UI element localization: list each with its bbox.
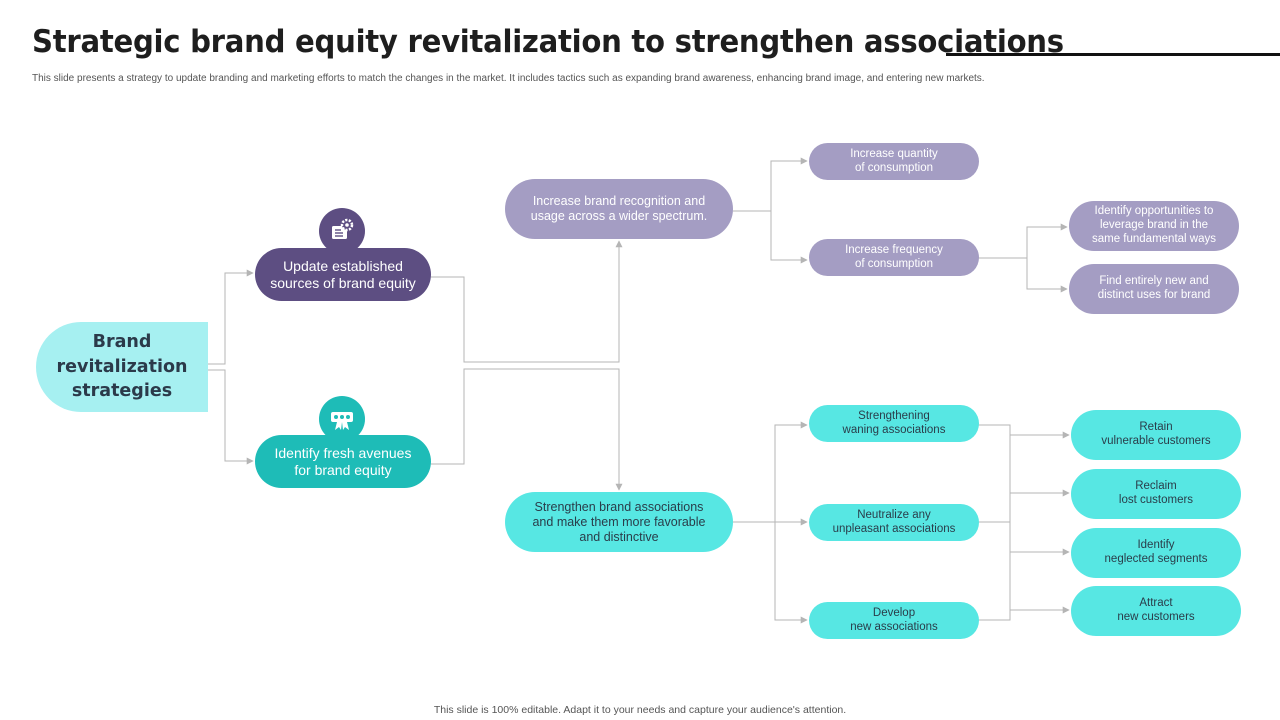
node-develop-new-associations: Develop new associations bbox=[809, 602, 979, 639]
node-attract-customers: Attract new customers bbox=[1071, 586, 1241, 636]
node-strengthening-waning: Strengthening waning associations bbox=[809, 405, 979, 442]
connector-to-frequency bbox=[770, 211, 808, 264]
connector-root-to-update bbox=[208, 269, 254, 365]
node-identify-neglected-segments: Identify neglected segments bbox=[1071, 528, 1241, 578]
connector-root-to-identify bbox=[208, 369, 254, 465]
connector-level1-merge-down bbox=[431, 368, 623, 491]
node-reclaim-customers: Reclaim lost customers bbox=[1071, 469, 1241, 519]
node-increase-frequency: Increase frequency of consumption bbox=[809, 239, 979, 276]
award-ribbon-icon bbox=[319, 396, 365, 442]
node-strengthen-brand-associations: Strengthen brand associations and make t… bbox=[505, 492, 733, 552]
connector-to-quantity bbox=[770, 157, 808, 211]
root-node-brand-revitalization: Brand revitalization strategies bbox=[36, 322, 208, 412]
node-find-new-uses: Find entirely new and distinct uses for … bbox=[1069, 264, 1239, 314]
node-increase-quantity: Increase quantity of consumption bbox=[809, 143, 979, 180]
node-retain-customers: Retain vulnerable customers bbox=[1071, 410, 1241, 460]
page-subtitle: This slide presents a strategy to update… bbox=[32, 73, 985, 84]
node-increase-brand-recognition: Increase brand recognition and usage acr… bbox=[505, 179, 733, 239]
connector-level1-merge-up bbox=[431, 240, 623, 363]
connector-to-strengthening bbox=[774, 421, 808, 522]
footer-note: This slide is 100% editable. Adapt it to… bbox=[433, 704, 847, 716]
page-title: Strategic brand equity revitalization to… bbox=[32, 24, 1064, 60]
connector-to-opportunities bbox=[1026, 223, 1068, 258]
node-identify-fresh-avenues: Identify fresh avenues for brand equity bbox=[255, 435, 431, 488]
gear-document-icon bbox=[319, 208, 365, 254]
node-update-established-sources: Update established sources of brand equi… bbox=[255, 248, 431, 301]
title-underline bbox=[946, 53, 1280, 56]
node-identify-opportunities: Identify opportunities to leverage brand… bbox=[1069, 201, 1239, 251]
connector-to-develop bbox=[774, 522, 808, 624]
connector-to-new-uses bbox=[1026, 258, 1068, 293]
node-neutralize-unpleasant: Neutralize any unpleasant associations bbox=[809, 504, 979, 541]
